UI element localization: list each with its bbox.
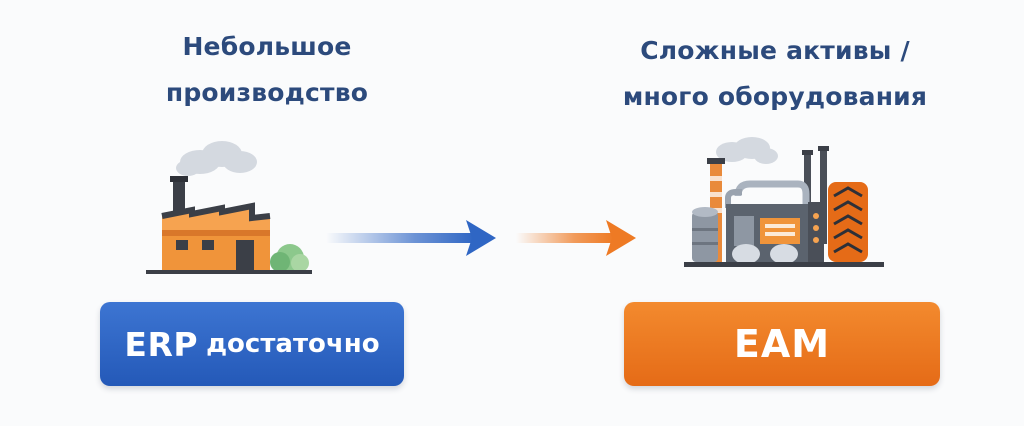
heading-line: производство xyxy=(165,78,369,107)
eam-badge: EAM xyxy=(624,302,940,386)
eam-label: EAM xyxy=(733,322,831,366)
complex-assets-heading: Сложные активы / много оборудования xyxy=(600,28,950,120)
arrow-right-icon xyxy=(516,220,636,256)
heading-line: много оборудования xyxy=(622,82,928,111)
arrow-right-icon xyxy=(326,220,496,256)
small-factory-icon xyxy=(146,141,312,274)
erp-sufficient-badge: ERP достаточно xyxy=(100,302,404,386)
erp-label: ERP xyxy=(124,324,199,364)
heading-line: Небольшое xyxy=(182,32,352,61)
industrial-plant-icon xyxy=(684,137,884,267)
small-production-heading: Небольшое производство xyxy=(132,24,402,116)
heading-line: Сложные активы / xyxy=(640,36,910,65)
sufficient-label: достаточно xyxy=(206,329,380,359)
